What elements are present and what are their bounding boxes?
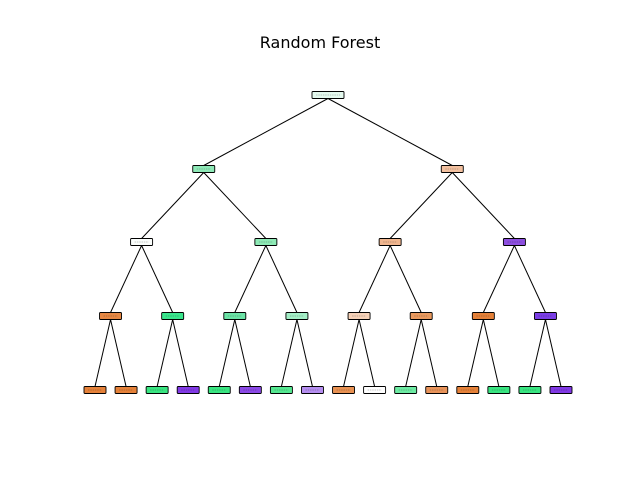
tree-node-box xyxy=(301,386,324,394)
tree-node-box xyxy=(192,165,216,173)
tree-split-node xyxy=(471,312,495,320)
tree-leaf-node xyxy=(332,386,355,394)
tree-edges xyxy=(94,98,562,387)
tree-split-node xyxy=(440,165,464,173)
tree-node-box xyxy=(83,386,107,394)
tree-edge xyxy=(94,319,112,387)
tree-leaf-node xyxy=(394,386,418,394)
tree-edge xyxy=(203,172,267,239)
tree-split-node xyxy=(192,165,216,173)
tree-node-box xyxy=(269,386,293,394)
tree-edge xyxy=(172,319,189,387)
tree-edge xyxy=(529,319,546,387)
tree-edge xyxy=(234,319,251,387)
tree-edge xyxy=(265,245,298,313)
tree-edge xyxy=(343,319,360,387)
tree-nodes xyxy=(83,91,573,394)
chart-title: Random Forest xyxy=(259,33,381,52)
tree-edge xyxy=(156,319,174,387)
tree-edge xyxy=(389,172,453,239)
tree-edge xyxy=(141,172,205,239)
tree-split-node xyxy=(502,238,526,246)
tree-node-box xyxy=(99,312,122,320)
tree-node-box xyxy=(471,312,495,320)
tree-edge xyxy=(218,319,236,387)
tree-node-box xyxy=(114,386,138,394)
tree-node-box xyxy=(549,386,573,394)
tree-leaf-node xyxy=(238,386,262,394)
tree-edge xyxy=(358,245,391,313)
tree-node-box xyxy=(332,386,355,394)
tree-edge xyxy=(234,245,267,313)
tree-node-box xyxy=(161,312,185,320)
tree-edge xyxy=(420,319,438,387)
tree-node-box xyxy=(145,386,169,394)
tree-node-box xyxy=(254,238,278,246)
tree-edge xyxy=(280,319,298,387)
tree-leaf-node xyxy=(176,386,200,394)
tree-node-box xyxy=(502,238,526,246)
tree-leaf-node xyxy=(487,386,511,394)
tree-node-box xyxy=(440,165,464,173)
tree-leaf-node xyxy=(83,386,107,394)
tree-split-node xyxy=(99,312,122,320)
tree-split-node xyxy=(409,312,433,320)
tree-node-box xyxy=(238,386,262,394)
tree-split-node xyxy=(534,312,557,320)
tree-node-box xyxy=(285,312,309,320)
tree-edge xyxy=(513,245,546,313)
tree-split-node xyxy=(130,238,154,246)
tree-edge xyxy=(405,319,422,387)
tree-leaf-node xyxy=(425,386,449,394)
tree-node-box xyxy=(176,386,200,394)
tree-edge xyxy=(467,319,484,387)
tree-leaf-node xyxy=(207,386,231,394)
tree-leaf-node xyxy=(456,386,480,394)
tree-edge xyxy=(451,172,515,239)
tree-node-box xyxy=(487,386,511,394)
tree-node-box xyxy=(394,386,418,394)
tree-leaf-node xyxy=(269,386,293,394)
tree-edge xyxy=(358,319,376,387)
tree-split-node xyxy=(378,238,402,246)
tree-node-box xyxy=(207,386,231,394)
tree-node-box xyxy=(425,386,449,394)
tree-split-node xyxy=(254,238,278,246)
tree-split-node xyxy=(285,312,309,320)
tree-edge xyxy=(389,245,422,313)
tree-split-node xyxy=(161,312,185,320)
tree-leaf-node xyxy=(114,386,138,394)
tree-edge xyxy=(141,245,174,313)
tree-node-box xyxy=(534,312,557,320)
tree-edge xyxy=(110,319,127,387)
tree-edge xyxy=(296,319,313,387)
tree-node-box xyxy=(223,312,247,320)
tree-split-node xyxy=(347,312,371,320)
tree-node-box xyxy=(347,312,371,320)
tree-edge xyxy=(482,245,515,313)
tree-node-box xyxy=(518,386,542,394)
tree-split-node xyxy=(311,91,345,99)
tree-node-box xyxy=(378,238,402,246)
tree-leaf-node xyxy=(549,386,573,394)
tree-edge xyxy=(203,98,329,166)
tree-leaf-node xyxy=(301,386,324,394)
tree-edge xyxy=(327,98,453,166)
tree-edge xyxy=(482,319,500,387)
tree-edge xyxy=(110,245,143,313)
tree-leaf-node xyxy=(145,386,169,394)
tree-leaf-node xyxy=(363,386,387,394)
tree-node-box xyxy=(130,238,154,246)
tree-leaf-node xyxy=(518,386,542,394)
tree-node-box xyxy=(456,386,480,394)
tree-node-box xyxy=(409,312,433,320)
tree-split-node xyxy=(223,312,247,320)
tree-node-box xyxy=(363,386,387,394)
tree-edge xyxy=(544,319,562,387)
tree-node-box xyxy=(311,91,345,99)
